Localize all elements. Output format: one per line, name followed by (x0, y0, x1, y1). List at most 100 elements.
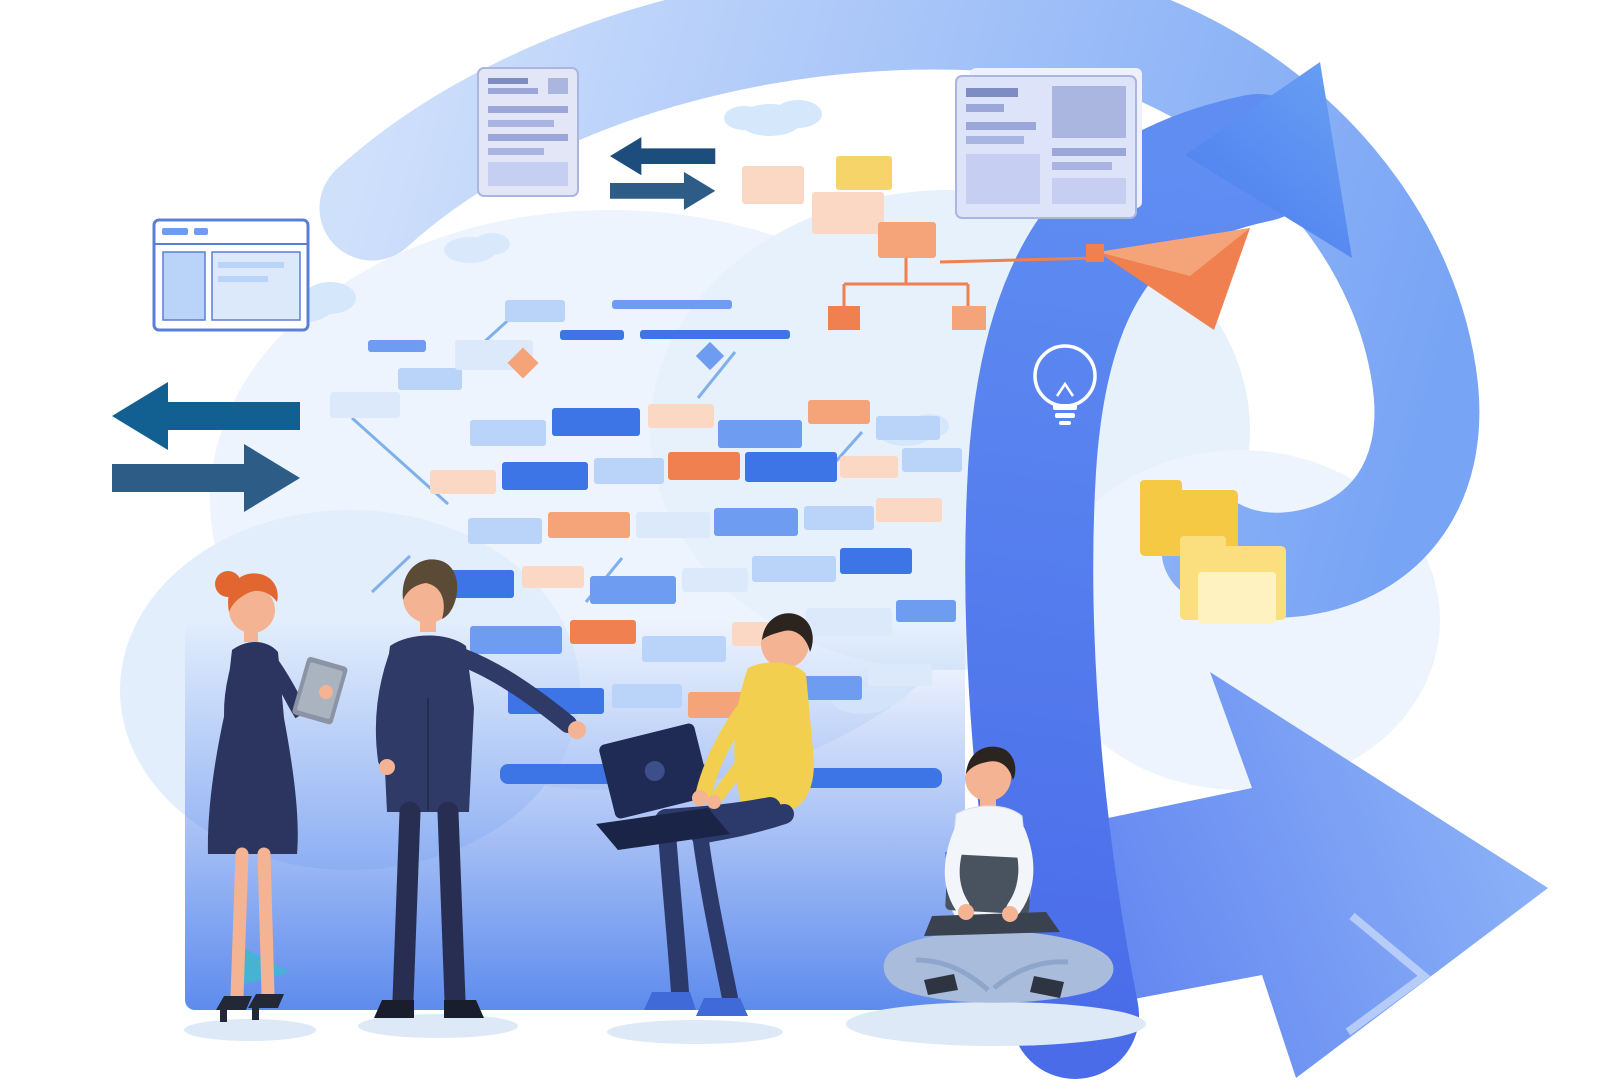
card-line (488, 106, 568, 113)
people-shadows (184, 1014, 783, 1044)
task-card (470, 420, 546, 446)
card-block (1052, 178, 1126, 204)
task-diamond (695, 341, 725, 371)
task-card (808, 400, 870, 424)
task-card (718, 420, 802, 448)
arrow-right-icon (610, 171, 716, 210)
task-card (804, 506, 874, 530)
arm (711, 691, 797, 803)
hair (402, 559, 458, 619)
arrow-left-icon (112, 382, 300, 450)
hand (379, 759, 395, 775)
card-block (966, 154, 1040, 204)
org-node (812, 192, 884, 234)
person-woman-tablet (207, 571, 348, 1022)
arm (375, 650, 404, 768)
org-node (828, 306, 860, 330)
task-card (502, 462, 588, 490)
neck (244, 630, 258, 642)
shin (692, 826, 738, 1006)
kite-highlight (1098, 228, 1250, 276)
card-line (488, 148, 544, 155)
arm-extended (455, 649, 577, 733)
hand (319, 685, 333, 699)
leg-crease (915, 957, 990, 992)
laptop-lid (945, 854, 1032, 915)
neck (980, 798, 996, 808)
task-card (840, 548, 912, 574)
arrow-left-icon (610, 137, 716, 176)
titlebar-line (194, 228, 208, 235)
laptop (599, 723, 711, 819)
head (965, 755, 1011, 801)
hand (707, 795, 721, 809)
shoe (1030, 976, 1064, 998)
document-card-top (477, 67, 579, 197)
task-card (752, 556, 836, 582)
arm (1006, 824, 1034, 916)
shoe (374, 1000, 414, 1018)
sync-arrows-top (610, 137, 716, 210)
task-card (560, 330, 624, 340)
person-man-crosslegged (846, 746, 1146, 1046)
card-line (966, 122, 1036, 130)
person-shadow (358, 1014, 518, 1038)
kite-knot (1086, 244, 1104, 262)
content-line (218, 262, 284, 268)
org-chart-orange (742, 156, 1097, 330)
person-shadow (184, 1019, 316, 1041)
task-card (368, 340, 426, 352)
hand (958, 904, 974, 920)
person-man-suit (374, 559, 586, 1018)
task-card (840, 456, 898, 478)
card-line (1052, 148, 1126, 156)
card-line (488, 120, 554, 127)
titlebar-line (162, 228, 188, 235)
task-card (594, 458, 664, 484)
sneaker (696, 998, 748, 1016)
forward-arrow-chevron (1345, 912, 1431, 1036)
lightbulb-filament (1055, 381, 1075, 397)
card-line (966, 136, 1024, 144)
lightbulb-icon (1033, 344, 1097, 425)
head (229, 587, 275, 633)
person-shadow (607, 1020, 783, 1044)
card-thumbnail (548, 78, 568, 94)
task-card (548, 512, 630, 538)
org-node (952, 306, 986, 330)
task-card (902, 448, 962, 472)
leg-crease (992, 959, 1069, 990)
laptop-base (924, 912, 1060, 936)
task-diamond (507, 347, 539, 379)
cloud (444, 233, 510, 263)
arrow-right-icon (112, 444, 300, 512)
task-card (668, 452, 740, 480)
cloud (724, 100, 822, 136)
shirt (734, 662, 814, 812)
leg (257, 847, 275, 1001)
shoe (444, 1000, 484, 1018)
window-sidebar-pane (162, 251, 206, 321)
hair (762, 613, 813, 652)
browser-card-top-right (955, 68, 1142, 219)
hand (568, 721, 586, 739)
org-node (836, 156, 892, 190)
cycle-arrowhead (1185, 62, 1352, 258)
org-connector (842, 256, 1097, 306)
folder-sheet (1198, 572, 1276, 624)
hand (1002, 906, 1018, 922)
lightbulb-base (1059, 421, 1071, 425)
leg (437, 801, 466, 1011)
lightbulb-base (1055, 413, 1075, 418)
laptop-base (596, 808, 730, 850)
heel-shoe (248, 994, 284, 1008)
shoe (924, 974, 958, 995)
kite-orange (1086, 228, 1250, 330)
task-card (682, 568, 748, 592)
browser-window-left (152, 218, 310, 332)
laptop-logo (644, 761, 665, 782)
hair (228, 573, 278, 612)
laptop (945, 854, 1032, 915)
task-card (505, 300, 565, 322)
